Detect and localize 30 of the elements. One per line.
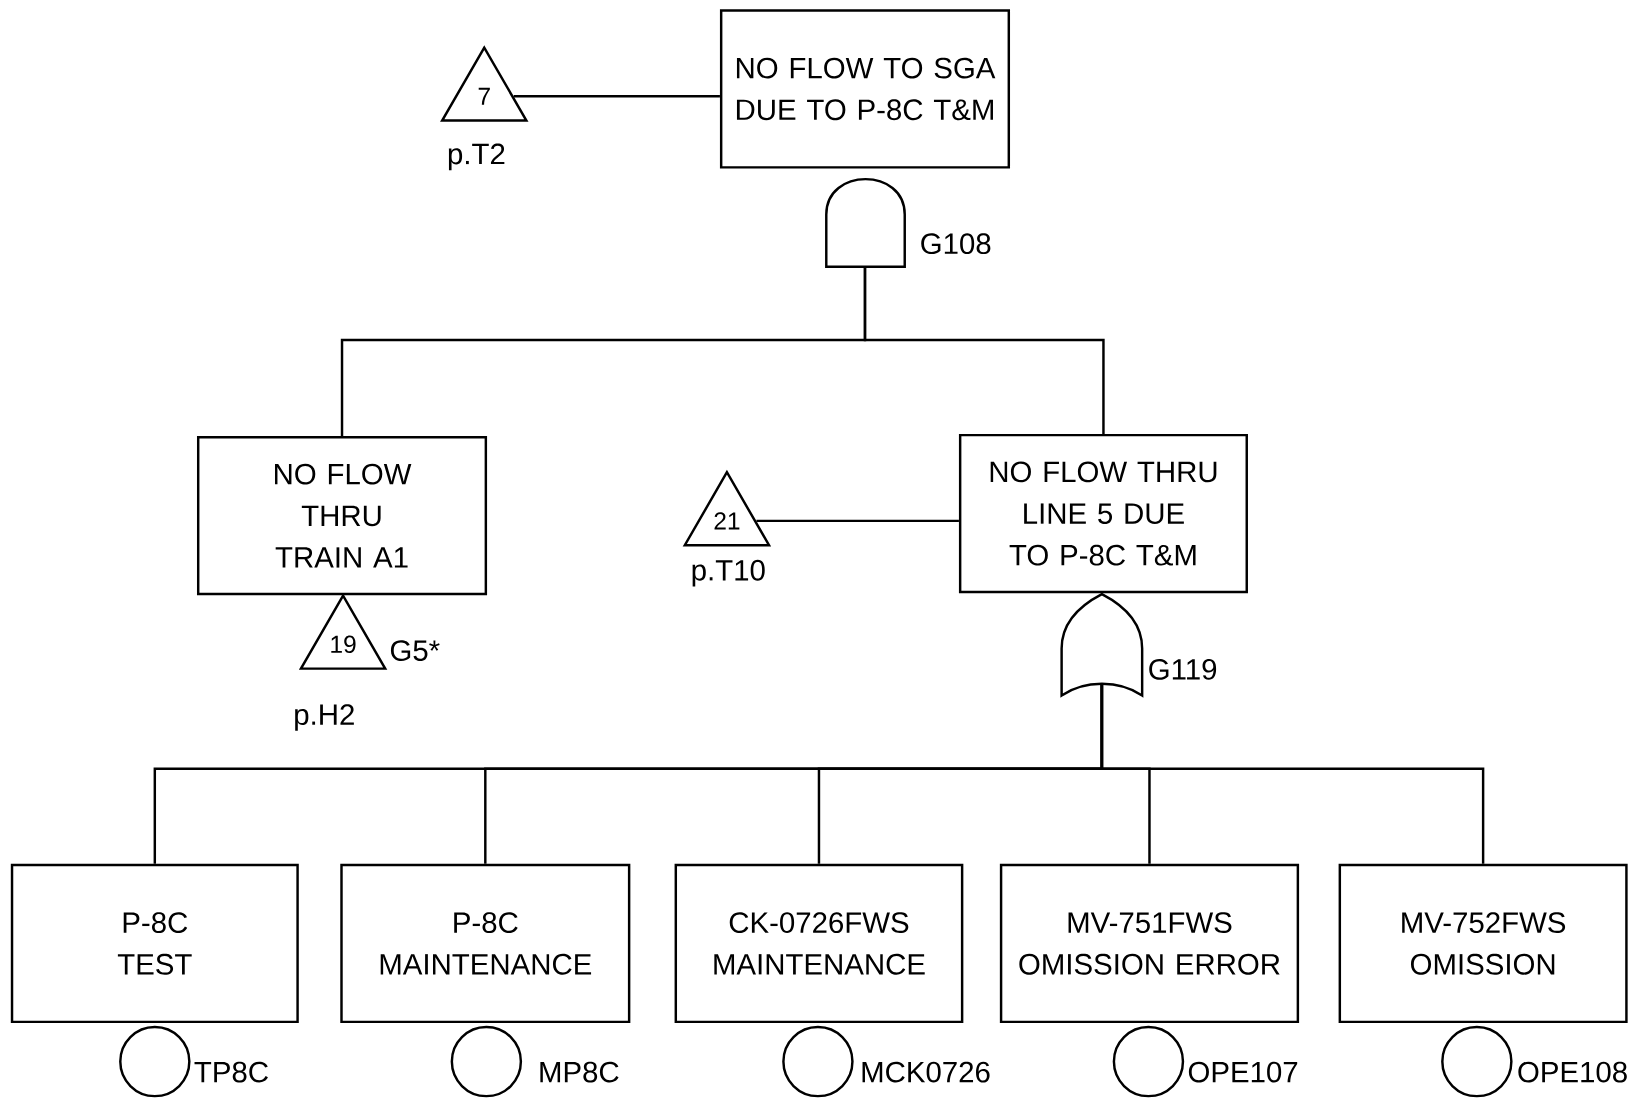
basic-event-circle	[782, 1025, 854, 1098]
basic-event-circle	[1441, 1025, 1513, 1098]
reference-label: MP8C	[540, 1061, 619, 1083]
basic-event-circle	[450, 1025, 523, 1098]
connector-line	[513, 94, 720, 98]
and-gate	[825, 177, 906, 268]
event-box: NO FLOW TO SGA DUE TO P-8C T&M	[719, 9, 1011, 169]
reference-label: G108	[921, 233, 991, 254]
reference-label: p.T10	[692, 559, 765, 587]
event-box: NO FLOW THRU TRAIN A1	[197, 435, 488, 596]
event-box: P-8C MAINTENANCE	[340, 863, 631, 1023]
event-box: MV-752FWS OMISSION	[1338, 863, 1628, 1023]
basic-event-circle	[1112, 1025, 1185, 1098]
event-box: P-8C TEST	[10, 863, 299, 1023]
reference-label: p.T2	[448, 143, 505, 171]
or-gate	[1060, 592, 1144, 697]
reference-label: p.H2	[295, 704, 354, 731]
event-box: CK-0726FWS MAINTENANCE	[674, 863, 964, 1023]
connector-line	[756, 519, 959, 522]
reference-label: MCK0726	[862, 1061, 990, 1083]
reference-label: TP8C	[194, 1061, 268, 1083]
connector-line	[863, 267, 1105, 434]
reference-label: G119	[1149, 658, 1217, 680]
reference-label: OPE107	[1188, 1061, 1298, 1083]
reference-label: G5*	[390, 640, 440, 661]
connector-line	[1100, 684, 1485, 864]
basic-event-circle	[119, 1025, 191, 1098]
event-box: NO FLOW THRU LINE 5 DUE TO P-8C T&M	[958, 433, 1248, 594]
event-box: MV-751FWS OMISSION ERROR	[999, 863, 1300, 1023]
reference-label: OPE108	[1518, 1061, 1627, 1083]
